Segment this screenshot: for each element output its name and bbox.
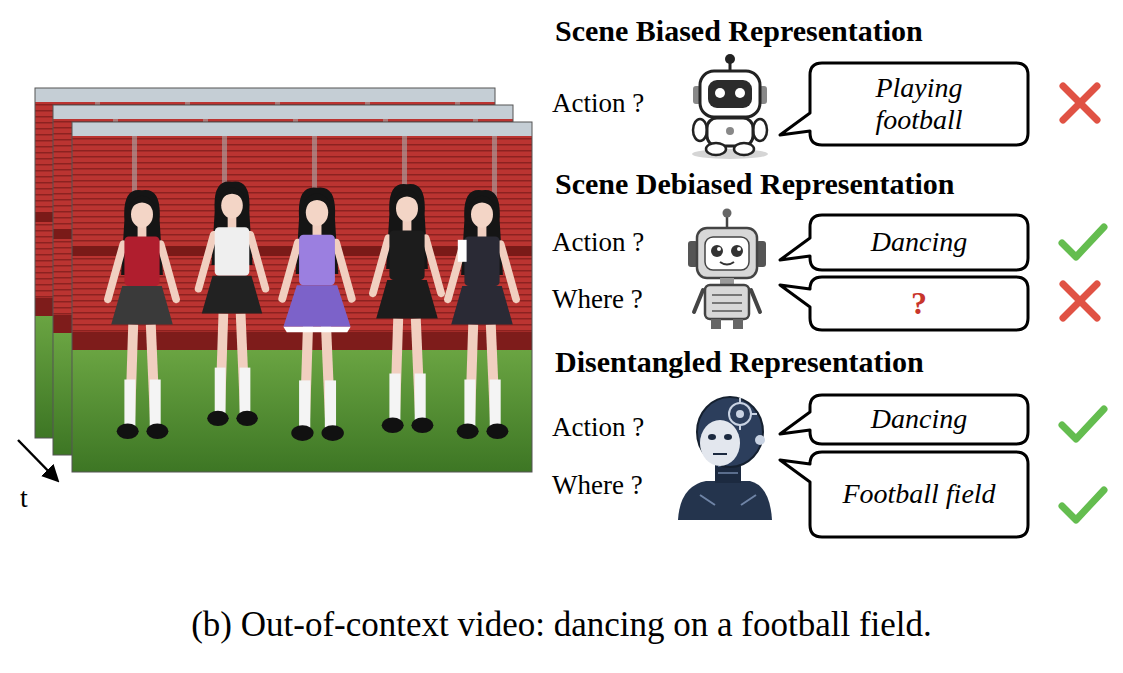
- bubble-shape: [780, 452, 1028, 537]
- video-frame: [72, 122, 532, 472]
- robot-icon: [692, 54, 768, 159]
- bubble-text: Playing football: [839, 72, 999, 136]
- speech-bubble: Football field: [810, 452, 1028, 537]
- check-mark: [1062, 227, 1104, 257]
- time-arrow: [18, 440, 57, 480]
- question-label: Action ?: [552, 88, 644, 119]
- figure-caption: (b) Out-of-context video: dancing on a f…: [0, 605, 1123, 645]
- check-mark: [1062, 409, 1104, 439]
- section-heading: Disentangled Representation: [555, 345, 924, 380]
- time-axis-label: t: [20, 482, 28, 514]
- question-label: Where ?: [552, 470, 643, 501]
- question-label: Action ?: [552, 412, 644, 443]
- question-label: Action ?: [552, 227, 644, 258]
- check-mark: [1062, 490, 1104, 520]
- speech-bubble: Dancing: [810, 215, 1028, 270]
- bubble-text: Dancing: [871, 403, 967, 435]
- bubble-text: ?: [911, 285, 927, 322]
- bubble-shape: [780, 395, 1028, 444]
- bubble-shape: [780, 277, 1028, 330]
- cross-mark: [1063, 284, 1097, 318]
- bubble-text: Football field: [842, 478, 995, 510]
- speech-bubble: ?: [810, 277, 1028, 330]
- question-label: Where ?: [552, 284, 643, 315]
- bubble-shape: [780, 215, 1028, 270]
- bubble-shape: [780, 63, 1028, 145]
- robot-icon: [688, 209, 766, 330]
- section-heading: Scene Debiased Representation: [555, 167, 954, 202]
- speech-bubble: Playing football: [810, 63, 1028, 145]
- bubble-text: Dancing: [871, 226, 967, 258]
- robot-icon: [678, 397, 772, 520]
- frame-border: [72, 122, 532, 472]
- section-heading: Scene Biased Representation: [555, 14, 923, 49]
- speech-bubble: Dancing: [810, 395, 1028, 444]
- cross-mark: [1063, 86, 1097, 120]
- video-frames: [35, 88, 532, 472]
